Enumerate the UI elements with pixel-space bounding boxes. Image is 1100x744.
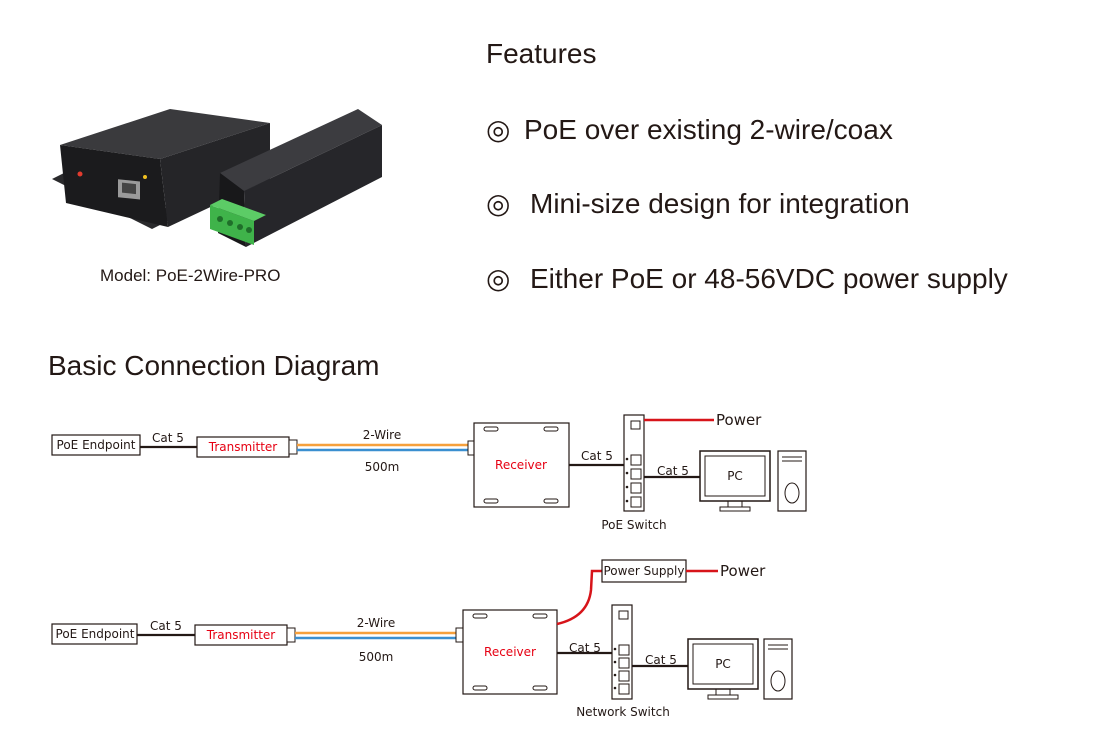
pc-tower-icon	[777, 450, 807, 512]
endpoint-label: PoE Endpoint	[56, 627, 135, 641]
pc-monitor-icon	[687, 638, 759, 700]
switch-icon	[611, 604, 633, 700]
feature-item: ◎ Mini-size design for integration	[486, 187, 910, 220]
receiver-box	[462, 609, 558, 695]
cat5-label: Cat 5	[645, 653, 677, 667]
bullet-icon: ◎	[486, 263, 511, 294]
switch-label: PoE Switch	[601, 518, 666, 532]
cat5-label: Cat 5	[152, 431, 184, 445]
feature-item: ◎ Either PoE or 48-56VDC power supply	[486, 262, 1008, 295]
connection-diagrams: PoE Endpoint Cat 5 Transmitter 2-Wire 50…	[51, 411, 807, 719]
model-label: Model: PoE-2Wire-PRO	[100, 266, 281, 285]
switch-label: Network Switch	[576, 705, 670, 719]
pc-monitor-icon	[699, 450, 771, 512]
pc-label: PC	[727, 469, 743, 483]
switch-icon	[623, 414, 645, 512]
feature-text: Mini-size design for integration	[530, 188, 910, 219]
cat5-label: Cat 5	[657, 464, 689, 478]
receiver-label: Receiver	[495, 458, 547, 472]
pc-tower-icon	[763, 638, 793, 700]
wire-label: 2-Wire	[363, 428, 401, 442]
power-label: Power	[716, 411, 762, 429]
terminal-block	[210, 199, 266, 245]
feature-text: PoE over existing 2-wire/coax	[524, 114, 893, 145]
cat5-label: Cat 5	[569, 641, 601, 655]
pc-label: PC	[715, 657, 731, 671]
transmitter-label: Transmitter	[208, 440, 278, 454]
wire-label: 2-Wire	[357, 616, 395, 630]
features-title: Features	[486, 38, 597, 69]
feature-text: Either PoE or 48-56VDC power supply	[530, 263, 1008, 294]
product-photo	[52, 109, 382, 247]
feature-item: ◎ PoE over existing 2-wire/coax	[486, 113, 893, 146]
transmitter-label: Transmitter	[206, 628, 276, 642]
receiver-label: Receiver	[484, 645, 536, 659]
distance-label: 500m	[365, 460, 400, 474]
power-label: Power	[720, 562, 766, 580]
bullet-icon: ◎	[486, 114, 511, 145]
cat5-label: Cat 5	[150, 619, 182, 633]
cat5-label: Cat 5	[581, 449, 613, 463]
bullet-icon: ◎	[486, 188, 511, 219]
diagram-title: Basic Connection Diagram	[48, 350, 380, 381]
power-supply-label: Power Supply	[604, 564, 685, 578]
endpoint-label: PoE Endpoint	[57, 438, 136, 452]
receiver-box	[473, 422, 570, 508]
distance-label: 500m	[359, 650, 394, 664]
diagram-bottom: PoE Endpoint Cat 5 Transmitter 2-Wire 50…	[51, 559, 793, 719]
endpoint-box	[51, 434, 141, 456]
diagram-top: PoE Endpoint Cat 5 Transmitter 2-Wire 50…	[51, 411, 807, 532]
